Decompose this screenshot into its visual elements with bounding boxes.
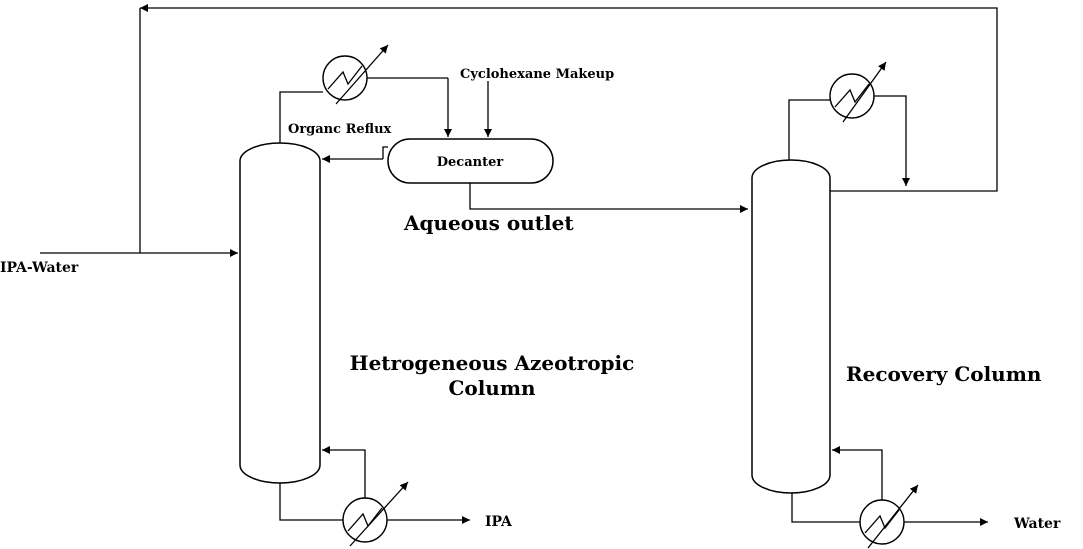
makeup-label: Cyclohexane Makeup	[460, 67, 614, 82]
column1-condenser-icon	[322, 44, 389, 105]
column2-condenser-icon	[829, 61, 887, 123]
column1-reboiler-icon	[342, 481, 409, 547]
aqueous-outlet-label: Aqueous outlet	[403, 211, 574, 235]
column2-reboiler-icon	[859, 484, 919, 549]
azeotropic-column	[239, 142, 321, 484]
aqueous-outlet-line	[469, 183, 748, 213]
organic-reflux-line	[382, 146, 388, 159]
column1-overhead-line	[279, 91, 323, 143]
column1-label-line2: Column	[448, 376, 536, 400]
recycle-line	[140, 4, 998, 192]
ipa-label: IPA	[485, 514, 513, 530]
decanter-label: Decanter	[437, 155, 504, 170]
column2-condenser-return	[874, 95, 910, 186]
column1-bottoms-line	[279, 483, 343, 521]
column2-bottoms-line	[791, 493, 860, 523]
column1-reboiler-return	[322, 446, 366, 498]
feed-label: IPA-Water	[0, 260, 79, 276]
column2-reboiler-return	[832, 446, 883, 500]
organic-reflux-label: Organc Reflux	[288, 122, 392, 137]
water-label: Water	[1013, 516, 1061, 532]
recovery-column	[751, 159, 831, 494]
column2-overhead-line	[788, 99, 830, 160]
column2-label: Recovery Column	[846, 362, 1042, 386]
column1-label-line1: Hetrogeneous Azeotropic	[350, 351, 635, 375]
